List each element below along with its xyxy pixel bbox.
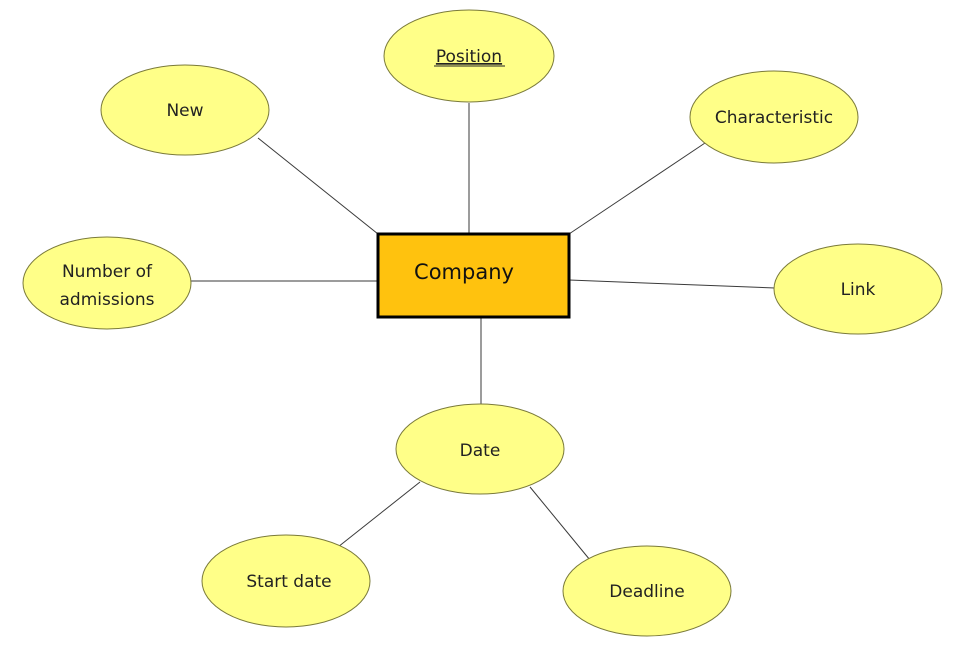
attribute-deadline-shape [562,545,732,637]
attribute-characteristic-shape [689,70,859,164]
attribute-start-date[interactable]: Start date [201,534,371,628]
attribute-deadline-label: Deadline [609,582,684,602]
attribute-deadline[interactable]: Deadline [562,545,732,637]
entity-company[interactable]: Company [376,232,571,319]
attribute-position[interactable]: Position [383,9,555,103]
connector-new [257,137,379,235]
attribute-new[interactable]: New [100,64,270,156]
attribute-new-shape [100,64,270,156]
attribute-admissions[interactable]: Number of admissions [22,236,192,330]
attribute-date-label: Date [460,441,501,461]
connector-start-date [337,481,421,548]
attribute-position-label: Position [436,47,502,67]
attribute-start-date-shape [201,534,371,628]
connector-characteristic [568,142,706,235]
attribute-link-shape [773,243,943,335]
attribute-new-label: New [166,101,203,121]
attribute-date[interactable]: Date [395,403,565,495]
connector-link [568,279,776,289]
entity-company-box [376,232,571,319]
attribute-link[interactable]: Link [773,243,943,335]
entity-company-label: Company [414,260,514,284]
attribute-position-shape [383,9,555,103]
attribute-start-date-label: Start date [246,572,331,592]
attribute-admissions-shape [22,236,192,330]
attribute-characteristic-label: Characteristic [715,108,833,128]
attribute-admissions-label-line2: admissions [60,290,155,310]
attribute-date-shape [395,403,565,495]
attribute-admissions-label-line1: Number of [62,262,153,282]
attribute-link-label: Link [841,280,876,300]
connector-deadline [529,486,591,561]
attribute-characteristic[interactable]: Characteristic [689,70,859,164]
